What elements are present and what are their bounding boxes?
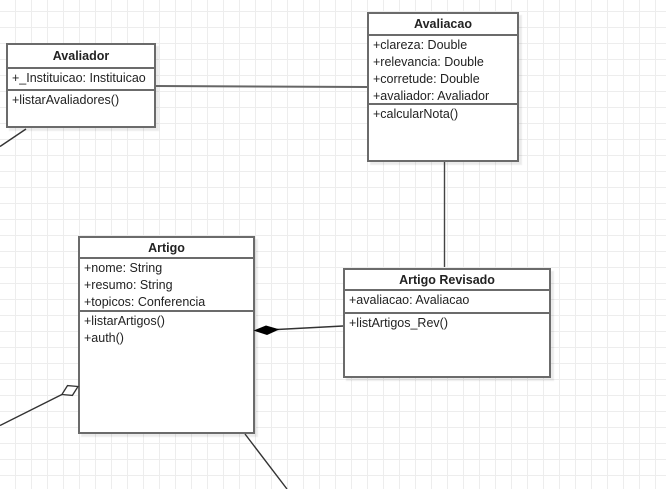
class-title: Avaliacao	[414, 17, 472, 31]
class-attribute: +_Instituicao: Instituicao	[12, 71, 146, 85]
edge-artigo-artigo-revisado[interactable]	[276, 325, 344, 331]
methods-section: +listArtigos_Rev()	[345, 312, 549, 376]
edge-avaliador-avaliacao[interactable]	[155, 85, 368, 88]
composition-diamond-icon	[253, 325, 280, 336]
class-attribute: +resumo: String	[84, 278, 173, 292]
class-method: +listarAvaliadores()	[12, 93, 120, 107]
class-attribute: +relevancia: Double	[373, 55, 484, 69]
class-box-avaliacao[interactable]: Avaliacao +clareza: Double +relevancia: …	[367, 12, 519, 162]
attributes-section: +nome: String +resumo: String +topicos: …	[80, 257, 253, 310]
class-attribute: +topicos: Conferencia	[84, 295, 206, 309]
class-attribute: +corretude: Double	[373, 72, 480, 86]
edge-artigo-offcanvas-left[interactable]	[0, 393, 63, 427]
class-box-artigo-revisado[interactable]: Artigo Revisado +avaliacao: Avaliacao +l…	[343, 268, 551, 378]
class-box-artigo[interactable]: Artigo +nome: String +resumo: String +to…	[78, 236, 255, 434]
attributes-section: +clareza: Double +relevancia: Double +co…	[369, 34, 517, 103]
class-method: +listarArtigos()	[84, 314, 165, 328]
methods-section: +calcularNota()	[369, 103, 517, 160]
edge-artigo-offcanvas-bottom[interactable]	[244, 433, 288, 489]
class-title: Artigo	[148, 240, 185, 255]
class-attribute: +avaliador: Avaliador	[373, 89, 490, 103]
class-method: +calcularNota()	[373, 107, 459, 121]
class-attribute: +clareza: Double	[373, 38, 468, 52]
class-attribute: +avaliacao: Avaliacao	[349, 293, 470, 307]
methods-section: +listarArtigos() +auth()	[80, 310, 253, 432]
class-method: +auth()	[84, 331, 124, 345]
class-title: Avaliador	[52, 49, 110, 63]
attributes-section: +_Instituicao: Instituicao	[8, 67, 154, 89]
class-box-avaliador[interactable]: Avaliador +_Instituicao: Instituicao +li…	[6, 43, 156, 128]
class-attribute: +nome: String	[84, 261, 163, 275]
class-method: +listArtigos_Rev()	[349, 316, 448, 330]
attributes-section: +avaliacao: Avaliacao	[345, 289, 549, 312]
methods-section: +listarAvaliadores()	[8, 89, 154, 126]
edge-avaliador-offcanvas[interactable]	[0, 128, 27, 148]
class-title: Artigo Revisado	[399, 272, 495, 287]
aggregation-diamond-icon	[60, 384, 80, 397]
